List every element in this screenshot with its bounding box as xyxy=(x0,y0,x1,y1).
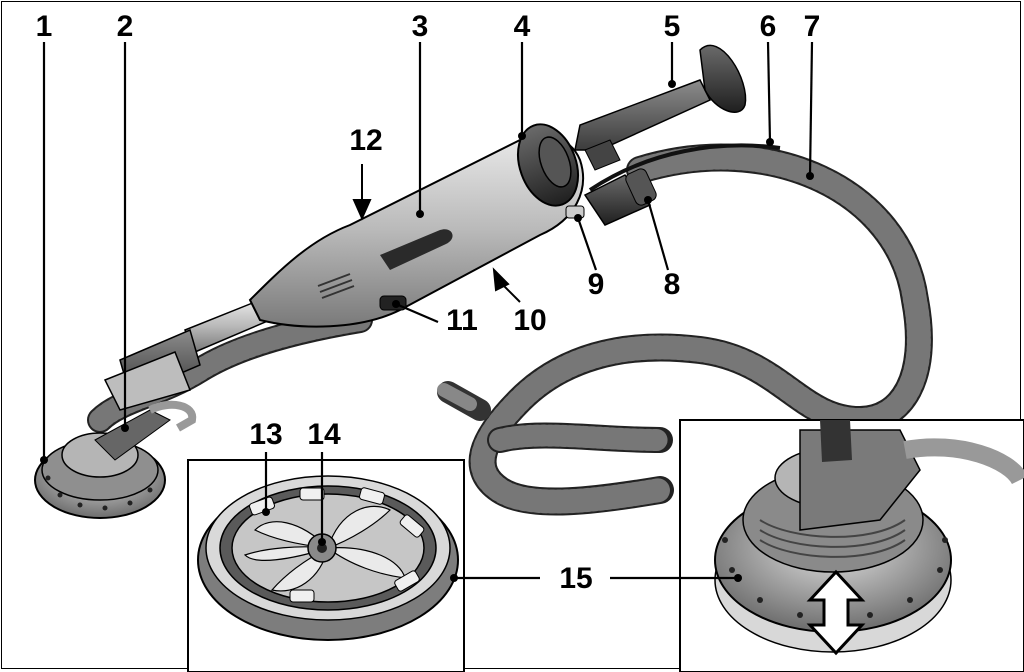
callout-5: 5 xyxy=(663,10,681,43)
callout-8: 8 xyxy=(663,268,681,301)
callout-1: 1 xyxy=(35,10,53,43)
power-cord xyxy=(588,143,781,192)
callout-10: 10 xyxy=(513,304,547,337)
callout-3: 3 xyxy=(411,10,429,43)
inset-sanding-plate xyxy=(187,459,465,672)
sanding-head xyxy=(34,400,197,519)
callout-7: 7 xyxy=(803,10,821,43)
callout-6: 6 xyxy=(759,10,777,43)
leader-lines xyxy=(42,41,814,580)
leader-dots xyxy=(40,80,814,582)
callout-14: 14 xyxy=(307,418,341,451)
hose-coupling xyxy=(583,168,657,226)
inset-height-adjustment xyxy=(679,419,1024,672)
auxiliary-handle xyxy=(574,44,747,171)
extension-shaft xyxy=(103,299,272,411)
suction-hose xyxy=(87,143,933,516)
callout-2: 2 xyxy=(116,10,134,43)
callout-11: 11 xyxy=(446,304,478,337)
motor-housing xyxy=(248,123,585,328)
callout-4: 4 xyxy=(513,10,531,43)
callout-13: 13 xyxy=(249,418,283,451)
height-adjust-arrow xyxy=(806,569,866,656)
pointer-arrows xyxy=(352,164,521,303)
callout-12: 12 xyxy=(349,124,383,157)
callout-15: 15 xyxy=(559,562,593,595)
callout-9: 9 xyxy=(587,268,605,301)
